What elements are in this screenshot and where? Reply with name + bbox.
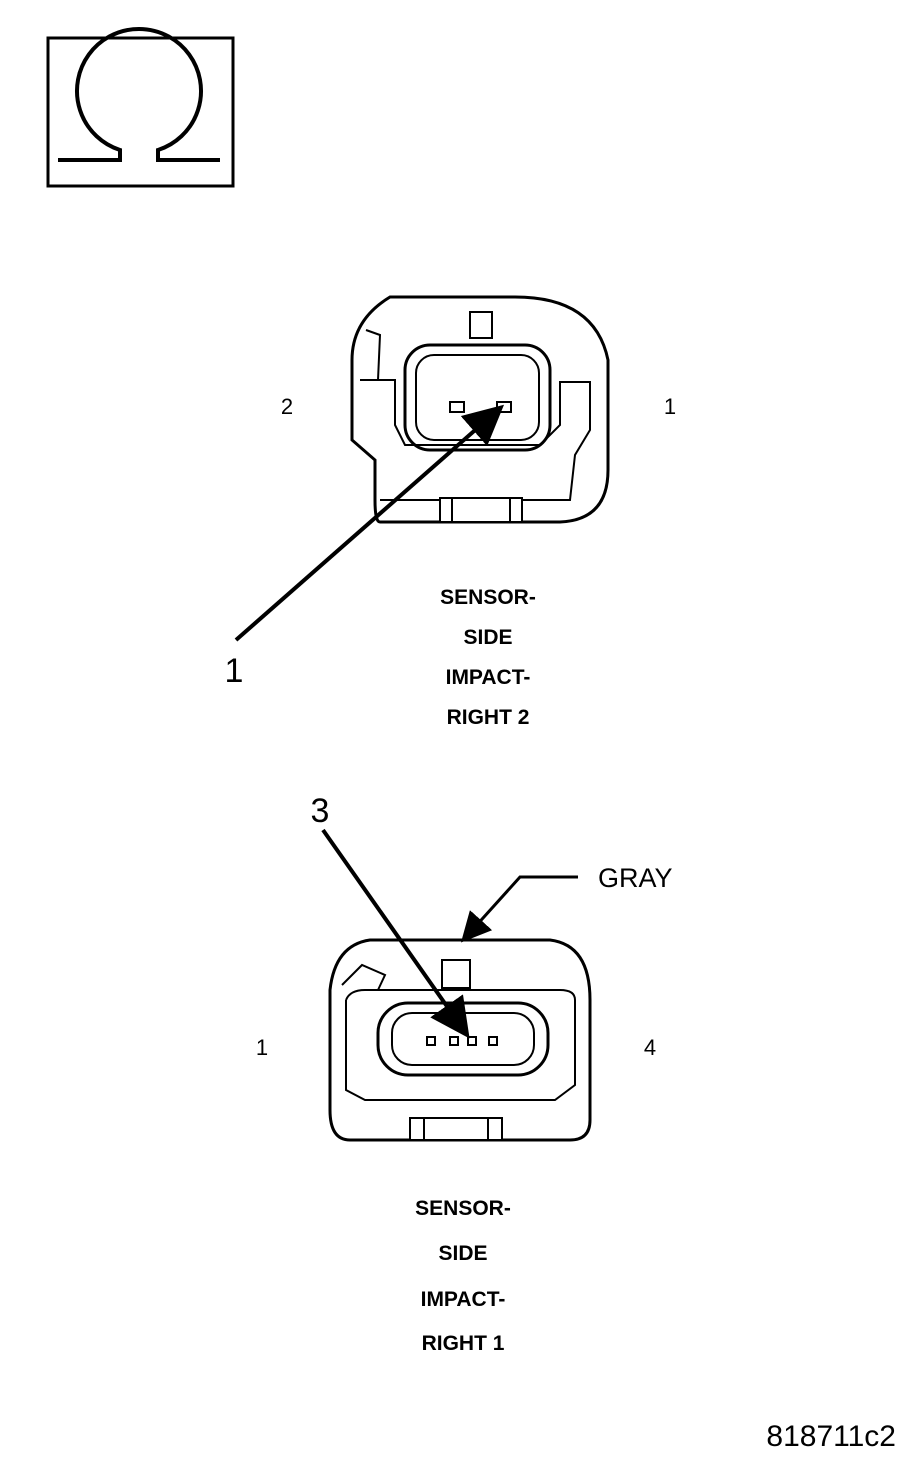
ohm-symbol-icon	[46, 26, 235, 188]
pin-3-terminal	[467, 1036, 477, 1046]
pin-4-terminal	[488, 1036, 498, 1046]
gray-label-leader	[460, 875, 578, 943]
lower-caption-line-4: RIGHT 1	[422, 1332, 505, 1355]
upper-caption-line-1: SENSOR-	[440, 586, 536, 609]
gray-color-label: GRAY	[598, 863, 673, 893]
figure-id: 818711c2	[766, 1420, 896, 1453]
upper-pin-left-label: 2	[281, 394, 293, 419]
pin-1-terminal	[496, 401, 512, 413]
pin-2-terminal	[449, 401, 465, 413]
pin-2-terminal	[449, 1036, 459, 1046]
pin-1-terminal	[426, 1036, 436, 1046]
callout-1-leader	[234, 404, 505, 642]
terminal-housing	[403, 343, 552, 452]
upper-caption-line-3: IMPACT-	[446, 666, 531, 689]
connector-body	[328, 938, 592, 1142]
upper-caption-line-2: SIDE	[463, 626, 512, 649]
lower-caption-line-1: SENSOR-	[415, 1197, 511, 1220]
lower-caption-line-3: IMPACT-	[421, 1288, 506, 1311]
callout-1-label: 1	[225, 652, 244, 690]
upper-caption-line-4: RIGHT 2	[447, 706, 530, 729]
connector-right-2	[350, 295, 610, 524]
upper-pin-right-label: 1	[664, 394, 676, 419]
callout-3-leader	[321, 828, 470, 1039]
connector-right-1	[328, 938, 592, 1142]
lower-pin-left-label: 1	[256, 1035, 268, 1060]
lower-pin-right-label: 4	[644, 1035, 656, 1060]
lower-caption-line-2: SIDE	[438, 1242, 487, 1265]
callout-3-label: 3	[311, 792, 330, 830]
connector-body	[350, 295, 610, 524]
